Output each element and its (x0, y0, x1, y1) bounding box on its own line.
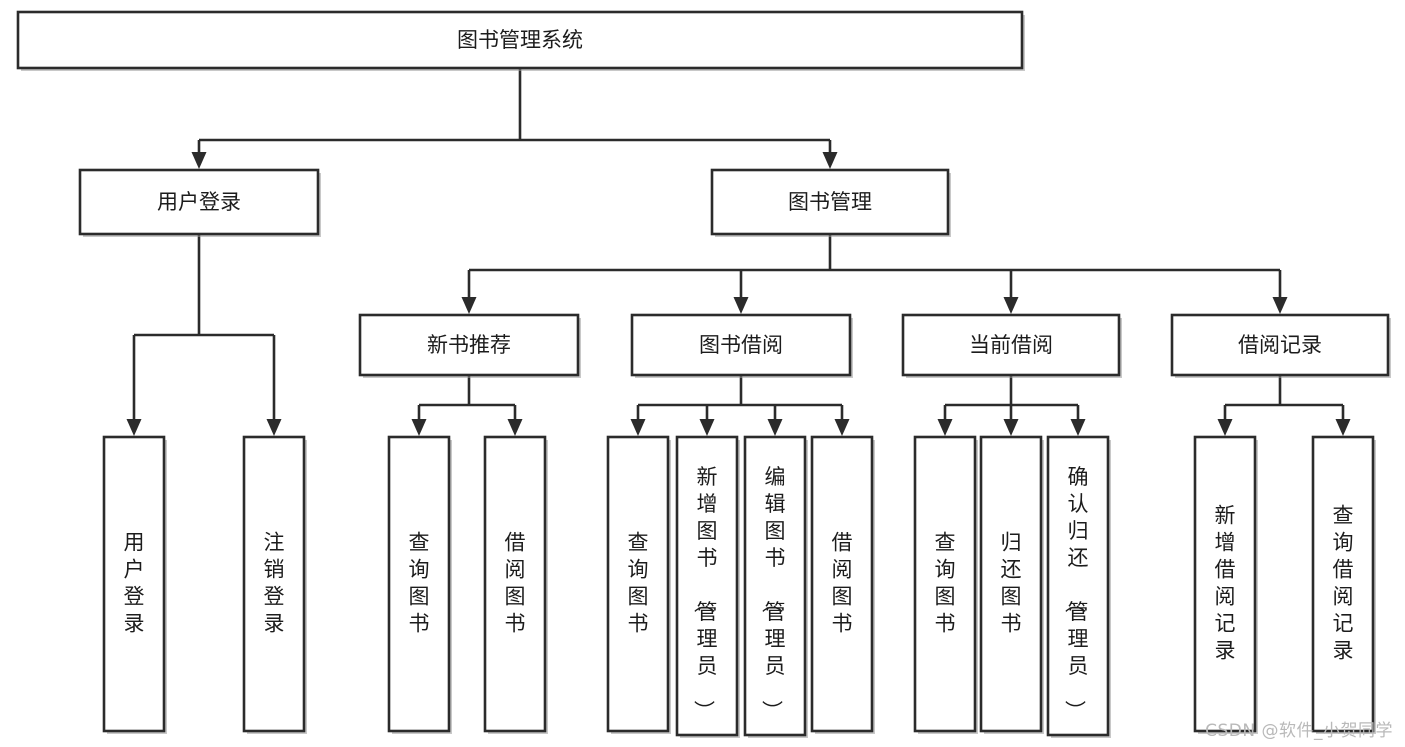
node-label: 新增借阅记录 (1215, 504, 1236, 663)
edge-newbook-to-leaf-query-book-1 (411, 405, 427, 436)
connectors-layer (126, 68, 1351, 436)
node-box[interactable] (710, 168, 950, 236)
node-label: 注销登录 (264, 531, 285, 636)
edge-current-to-leaf-query-book-3 (937, 405, 953, 436)
node-login[interactable]: 用户登录 (78, 168, 321, 237)
node-leaf-confirm-return[interactable]: 确认归还（管理员） (1046, 435, 1111, 738)
node-label: 归还图书 (1001, 531, 1022, 636)
node-label: 当前借阅 (969, 333, 1053, 357)
nodes-layer: 图书管理系统用户登录图书管理新书推荐图书借阅当前借阅借阅记录用户登录注销登录查询… (16, 10, 1391, 738)
node-box[interactable] (483, 435, 547, 733)
node-borrow[interactable]: 图书借阅 (630, 313, 853, 378)
edge-current-to-leaf-return-book (1003, 405, 1019, 436)
node-leaf-borrow-book-1[interactable]: 借阅图书 (483, 435, 548, 734)
edge-newbook-to-leaf-borrow-book-1 (507, 405, 523, 436)
node-label: 用户登录 (157, 190, 241, 214)
node-label: 新增图书（管理员） (692, 465, 718, 721)
connector-current-bus (945, 375, 1078, 407)
node-box[interactable] (630, 313, 852, 377)
node-label: 图书管理 (788, 190, 872, 214)
node-root[interactable]: 图书管理系统 (16, 10, 1025, 71)
node-newbook[interactable]: 新书推荐 (358, 313, 581, 378)
node-leaf-add-record[interactable]: 新增借阅记录 (1193, 435, 1258, 734)
connector-borrow-bus (638, 375, 842, 407)
node-label: 编辑图书（管理员） (760, 465, 786, 721)
node-box[interactable] (1170, 313, 1390, 377)
node-box[interactable] (810, 435, 874, 733)
node-label: 图书管理系统 (457, 28, 583, 52)
edge-bookmgmt-to-newbook (461, 270, 477, 314)
node-label: 确认归还（管理员） (1063, 465, 1089, 721)
node-box[interactable] (1193, 435, 1257, 733)
node-label: 新书推荐 (427, 333, 511, 357)
node-box[interactable] (102, 435, 166, 733)
edge-borrow-to-leaf-query-book-2 (630, 405, 646, 436)
node-label: 借阅记录 (1238, 333, 1322, 357)
node-leaf-return-book[interactable]: 归还图书 (979, 435, 1044, 734)
edge-root-to-login (191, 140, 207, 169)
node-label: 查询借阅记录 (1333, 504, 1354, 663)
edge-borrow-to-leaf-add-book (699, 405, 715, 436)
node-label: 用户登录 (124, 531, 145, 636)
edge-bookmgmt-to-borrow (733, 270, 749, 314)
node-box[interactable] (387, 435, 451, 733)
edge-bookmgmt-to-current (1003, 270, 1019, 314)
node-box[interactable] (979, 435, 1043, 733)
connector-record-bus (1225, 375, 1343, 407)
connector-login-bus (134, 234, 274, 337)
edge-login-to-leaf-user-login (126, 335, 142, 436)
edge-borrow-to-leaf-borrow-book-2 (834, 405, 850, 436)
node-label: 借阅图书 (832, 531, 853, 636)
edge-record-to-leaf-add-record (1217, 405, 1233, 436)
node-leaf-add-book[interactable]: 新增图书（管理员） (675, 435, 740, 738)
edge-bookmgmt-to-record (1272, 270, 1288, 314)
node-leaf-query-record[interactable]: 查询借阅记录 (1311, 435, 1376, 734)
node-current[interactable]: 当前借阅 (901, 313, 1122, 378)
node-leaf-query-book-3[interactable]: 查询图书 (913, 435, 978, 734)
node-label: 查询图书 (935, 531, 956, 636)
edge-login-to-leaf-logout (266, 335, 282, 436)
node-box[interactable] (16, 10, 1024, 70)
node-leaf-logout[interactable]: 注销登录 (242, 435, 307, 734)
node-leaf-user-login[interactable]: 用户登录 (102, 435, 167, 734)
node-box[interactable] (78, 168, 320, 236)
node-box[interactable] (1311, 435, 1375, 733)
node-label: 查询图书 (409, 531, 430, 636)
node-box[interactable] (913, 435, 977, 733)
edge-record-to-leaf-query-record (1335, 405, 1351, 436)
node-label: 图书借阅 (699, 333, 783, 357)
node-box[interactable] (743, 435, 807, 737)
node-label: 借阅图书 (505, 531, 526, 636)
node-leaf-query-book-2[interactable]: 查询图书 (606, 435, 671, 734)
node-bookmgmt[interactable]: 图书管理 (710, 168, 951, 237)
edge-borrow-to-leaf-edit-book (767, 405, 783, 436)
node-box[interactable] (242, 435, 306, 733)
edge-current-to-leaf-confirm-return (1070, 405, 1086, 436)
connector-root-bus (199, 68, 830, 142)
node-box[interactable] (901, 313, 1121, 377)
node-leaf-query-book-1[interactable]: 查询图书 (387, 435, 452, 734)
node-record[interactable]: 借阅记录 (1170, 313, 1391, 378)
node-label: 查询图书 (628, 531, 649, 636)
node-box[interactable] (1046, 435, 1110, 737)
edge-root-to-bookmgmt (822, 140, 838, 169)
connector-newbook-bus (419, 375, 515, 407)
node-leaf-borrow-book-2[interactable]: 借阅图书 (810, 435, 875, 734)
connector-bookmgmt-bus (469, 234, 1280, 272)
node-box[interactable] (675, 435, 739, 737)
node-box[interactable] (606, 435, 670, 733)
node-box[interactable] (358, 313, 580, 377)
node-leaf-edit-book[interactable]: 编辑图书（管理员） (743, 435, 808, 738)
csdn-watermark: CSDN @软件_小贺同学 (1205, 721, 1393, 741)
